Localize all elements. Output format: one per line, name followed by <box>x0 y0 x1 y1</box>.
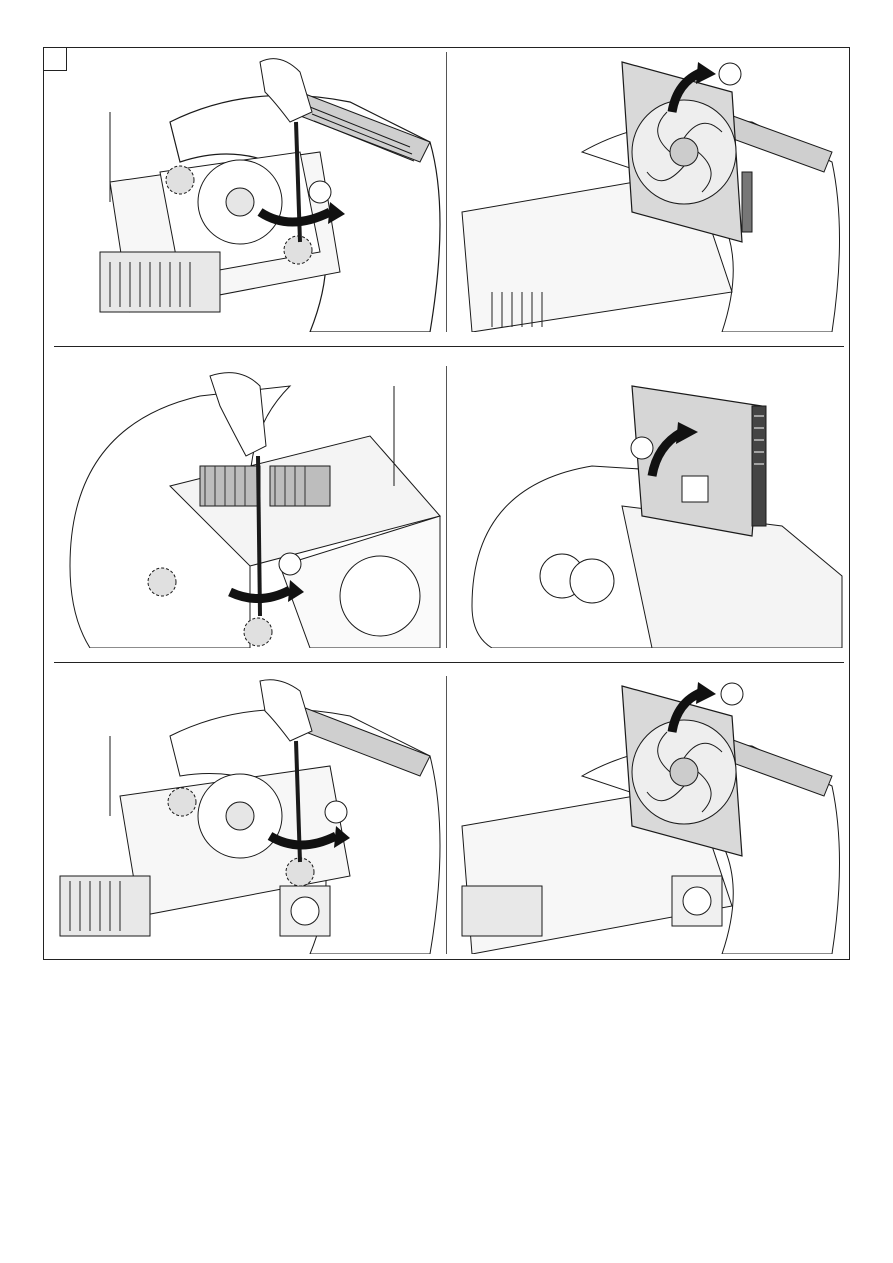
fan-removal-illustration-2 <box>452 676 844 954</box>
panel-remove-fan-2 <box>452 676 844 954</box>
panel-divider <box>446 676 447 954</box>
panel-unscrew-board <box>50 366 446 648</box>
board-removal-illustration <box>452 366 844 648</box>
instruction-figure-frame <box>43 47 850 960</box>
panel-unscrew-fan <box>50 52 446 332</box>
panel-divider <box>446 52 447 332</box>
board-screw-illustration <box>50 366 446 648</box>
row-divider <box>54 346 844 347</box>
fan-screw-illustration <box>50 52 446 332</box>
fan-removal-illustration <box>452 52 844 332</box>
panel-unscrew-fan-2 <box>50 676 446 954</box>
row-divider <box>54 662 844 663</box>
panel-divider <box>446 366 447 648</box>
panel-remove-board <box>452 366 844 648</box>
fan-screw-illustration-2 <box>50 676 446 954</box>
panel-remove-fan <box>452 52 844 332</box>
